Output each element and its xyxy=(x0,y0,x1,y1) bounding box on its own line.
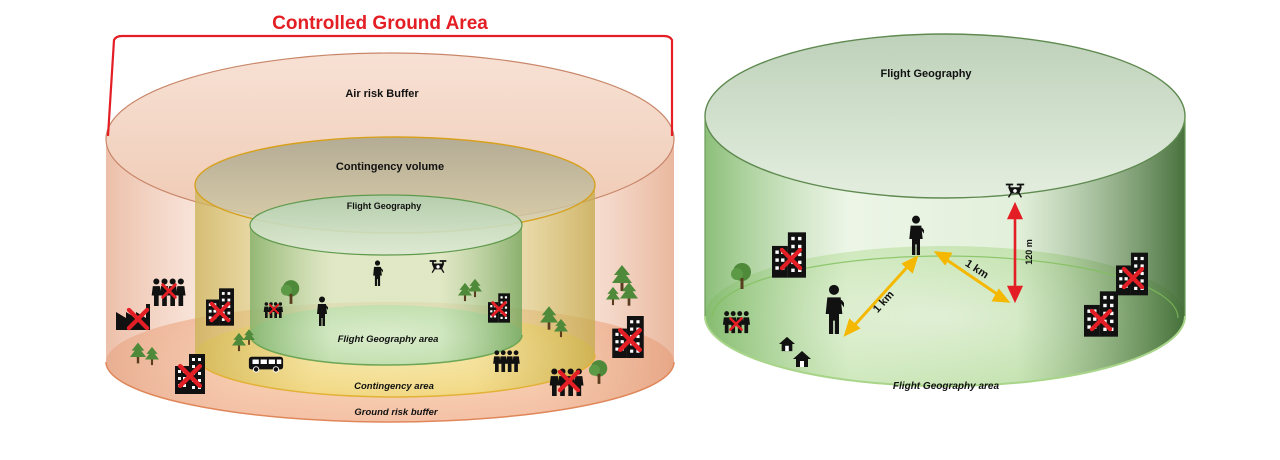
air-risk-buffer-label: Air risk Buffer xyxy=(345,88,419,100)
height-arrow xyxy=(1006,201,1024,304)
flight-geography-top xyxy=(249,194,523,256)
flight-geography-area-label: Flight Geography area xyxy=(893,381,1000,392)
cylinder-edges xyxy=(704,116,1186,316)
flight-geography-cylinder xyxy=(249,194,523,365)
contingency-volume-label: Contingency volume xyxy=(336,161,444,173)
flight-geography-label: Flight Geography xyxy=(347,201,422,211)
flight-geography-label: Flight Geography xyxy=(880,68,972,80)
height-label: 120 m xyxy=(1024,239,1034,265)
distance-arrow-2 xyxy=(933,251,1011,303)
flight-geography-area-label: Flight Geography area xyxy=(338,334,439,345)
flight-geography-floor-rim xyxy=(249,334,523,366)
controlled-ground-area-label: Controlled Ground Area xyxy=(272,13,488,34)
distance-arrow-1 xyxy=(843,255,919,337)
flight-geography-wall xyxy=(705,116,1185,386)
controlled-ground-area-bracket xyxy=(106,34,674,137)
ground-risk-buffer-label: Ground risk buffer xyxy=(354,407,439,418)
floor-rim xyxy=(704,315,1186,387)
flight-geography-top xyxy=(704,33,1186,199)
right-diagram: Flight Geography Flight Geography area 1… xyxy=(704,33,1186,392)
flight-geography-wall xyxy=(250,225,522,365)
outer-floor-rim xyxy=(105,361,675,423)
left-diagram: Controlled Ground Area Air risk Buffer C… xyxy=(105,13,675,423)
contingency-area-label: Contingency area xyxy=(354,381,434,392)
contingency-floor-rim xyxy=(194,354,596,398)
